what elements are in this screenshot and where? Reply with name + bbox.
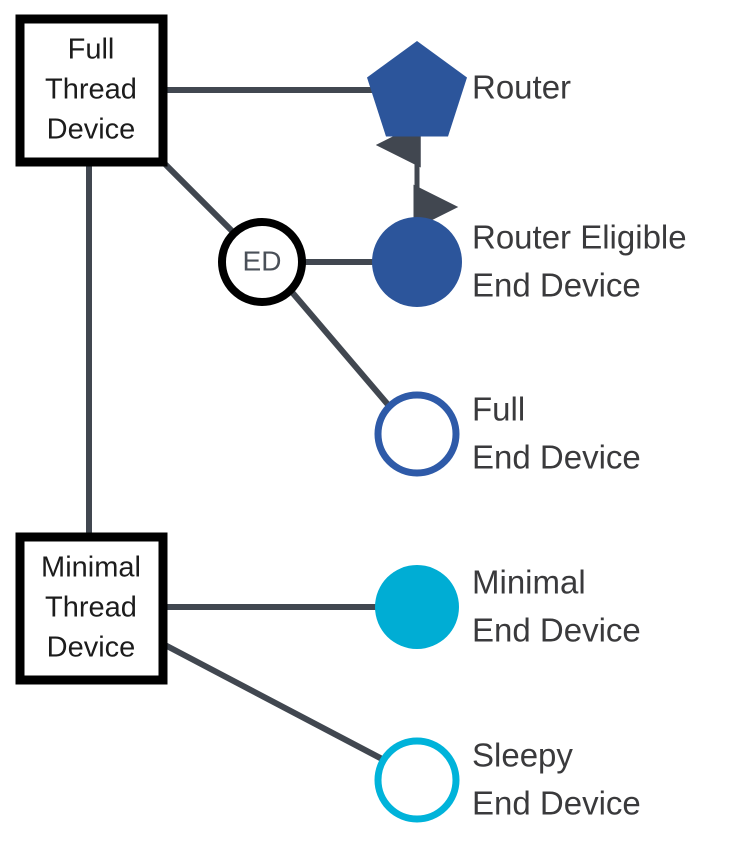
legend-sleepy-end-device: Sleepy End Device	[374, 737, 641, 823]
node-full-thread-device: Full Thread Device	[15, 14, 168, 167]
full-thread-device-line-1: Full	[68, 34, 115, 66]
end-device-label: ED	[243, 245, 282, 276]
router-pentagon-icon	[367, 41, 467, 137]
router-eligible-end-device-label-line-2: End Device	[472, 267, 641, 304]
full-thread-device-box	[15, 14, 168, 167]
full-thread-device-line-2: Thread	[45, 74, 137, 106]
full-end-device-icon	[374, 391, 460, 477]
full-thread-device-line-3: Device	[47, 114, 136, 146]
edge-mtd-to-sleepy-end-device	[163, 642, 386, 763]
edge-ftd-to-ed	[161, 160, 238, 237]
minimal-thread-device-line-1: Minimal	[41, 552, 141, 584]
legend-full-end-device: Full End Device	[374, 391, 641, 477]
edge-layer	[86, 87, 459, 763]
minimal-thread-device-line-3: Device	[47, 632, 136, 664]
router-label: Router	[472, 69, 571, 106]
full-end-device-label-line-2: End Device	[472, 439, 641, 476]
node-minimal-thread-device: Minimal Thread Device	[15, 532, 168, 685]
full-end-device-label-line-1: Full	[472, 391, 525, 428]
edge-ed-to-full-end-device	[288, 289, 393, 409]
node-end-device: ED	[218, 218, 306, 306]
legend-minimal-end-device: Minimal End Device	[375, 564, 641, 649]
legend-router: Router	[367, 41, 571, 137]
minimal-end-device-label-line-1: Minimal	[472, 564, 586, 601]
minimal-end-device-label-line-2: End Device	[472, 612, 641, 649]
router-eligible-end-device-label-line-1: Router Eligible	[472, 219, 687, 256]
minimal-thread-device-box	[15, 532, 168, 685]
sleepy-end-device-label-line-1: Sleepy	[472, 737, 573, 774]
legend-router-eligible-end-device: Router Eligible End Device	[372, 217, 687, 307]
end-device-circle	[218, 218, 306, 306]
sleepy-end-device-icon	[374, 737, 460, 823]
minimal-thread-device-line-2: Thread	[45, 592, 137, 624]
sleepy-end-device-label-line-2: End Device	[472, 785, 641, 822]
minimal-end-device-icon	[375, 565, 459, 649]
router-eligible-end-device-icon	[372, 217, 462, 307]
